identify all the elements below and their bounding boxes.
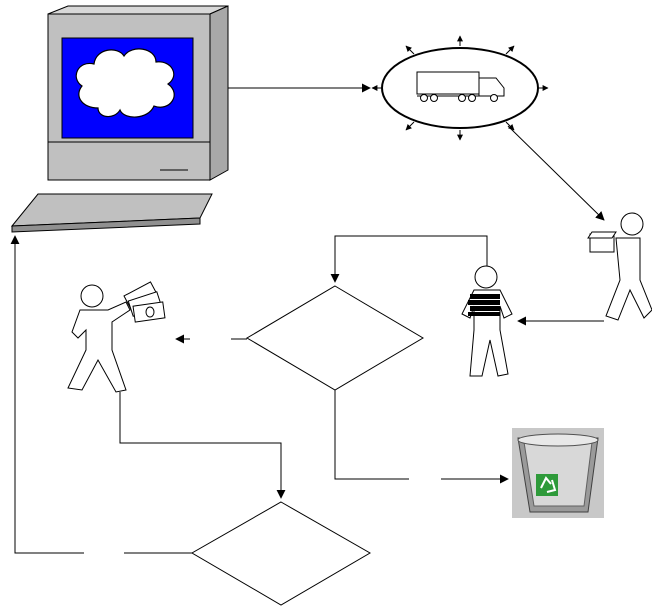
- cloud-icon: [75, 48, 175, 118]
- arrow-back-to-computer: [10, 235, 84, 554]
- arrow-hub-to-courier: [507, 125, 605, 221]
- recycle-bin-icon: [512, 428, 604, 518]
- decision-diamond-2: [191, 501, 371, 606]
- connector-decision-1-down: [334, 390, 409, 480]
- decision-diamond-1: [246, 285, 424, 391]
- person-holding-books-icon: [461, 265, 513, 377]
- delivery-truck-icon: [371, 35, 549, 141]
- person-carrying-package-icon: [587, 212, 652, 321]
- computer-icon: [10, 5, 229, 233]
- arrow-worker-to-decision-1: [330, 235, 488, 283]
- person-holding-money-icon: [67, 281, 166, 393]
- arrow-payer-to-decision-2: [119, 392, 286, 499]
